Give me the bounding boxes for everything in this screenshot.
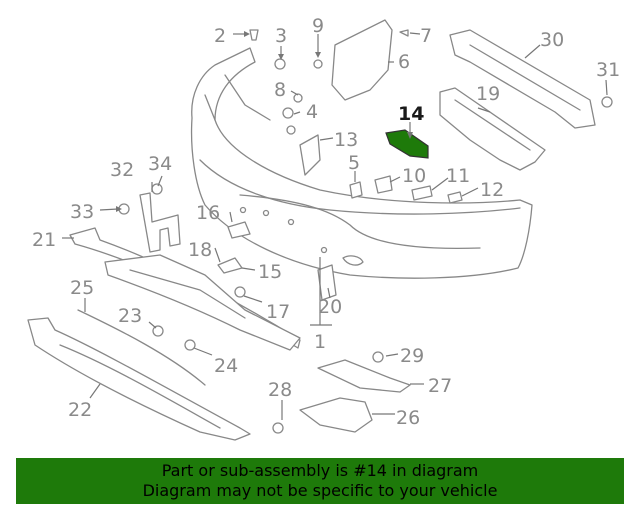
clip-18-part (217, 257, 243, 274)
callout-28: 28 (268, 379, 292, 401)
side-bracket-part (331, 19, 393, 101)
callout-16: 16 (196, 202, 220, 224)
callout-10: 10 (402, 165, 426, 187)
callout-3: 3 (275, 25, 287, 47)
callout-29: 29 (400, 345, 424, 367)
callout-4: 4 (306, 101, 318, 123)
callout-19: 19 (476, 83, 500, 105)
leader-lines (62, 31, 608, 420)
callout-9: 9 (312, 15, 324, 37)
callout-5: 5 (348, 152, 360, 174)
callout-2: 2 (214, 25, 226, 47)
banner-line-part-number: Part or sub-assembly is #14 in diagram (161, 461, 479, 480)
callout-32: 32 (110, 159, 134, 181)
bracket-13-part (299, 134, 321, 176)
bracket-26-part (299, 397, 373, 433)
callout-33: 33 (70, 201, 94, 223)
callout-30: 30 (540, 29, 564, 51)
callout-12: 12 (480, 179, 504, 201)
callout-22: 22 (68, 399, 92, 421)
bumper-beam-part (449, 29, 596, 129)
reflector-part (317, 264, 337, 301)
callout-26: 26 (396, 407, 420, 429)
callout-15: 15 (258, 261, 282, 283)
banner-line-disclaimer: Diagram may not be specific to your vehi… (142, 481, 498, 500)
bumper-cover-part (190, 47, 533, 279)
trim-strip-part (77, 309, 206, 386)
callout-21: 21 (32, 229, 56, 251)
callout-31: 31 (596, 59, 620, 81)
callout-20: 20 (318, 296, 342, 318)
info-banner: Part or sub-assembly is #14 in diagram D… (16, 458, 624, 504)
callout-8: 8 (274, 79, 286, 101)
diffuser-panel-part (104, 254, 301, 351)
bracket-32-part (139, 192, 181, 253)
clip-16-part (227, 221, 251, 239)
energy-absorber-part (439, 87, 546, 171)
callout-27: 27 (428, 375, 452, 397)
part-14-highlight (385, 129, 429, 159)
callout-34: 34 (148, 153, 172, 175)
bracket-27-part (317, 359, 411, 393)
callout-24: 24 (214, 355, 238, 377)
fastener-group (118, 29, 613, 434)
skid-plate-part (27, 317, 251, 441)
callout-18: 18 (188, 239, 212, 261)
callout-14: 14 (398, 103, 424, 125)
callout-23: 23 (118, 305, 142, 327)
callout-1: 1 (314, 331, 326, 353)
callout-13: 13 (334, 129, 358, 151)
callout-6: 6 (398, 51, 410, 73)
callout-17: 17 (266, 301, 290, 323)
callout-7: 7 (420, 25, 432, 47)
parts-diagram: 2 3 9 7 6 8 4 14 13 5 10 11 12 19 30 31 … (27, 15, 620, 441)
callout-25: 25 (70, 277, 94, 299)
callout-11: 11 (446, 165, 470, 187)
